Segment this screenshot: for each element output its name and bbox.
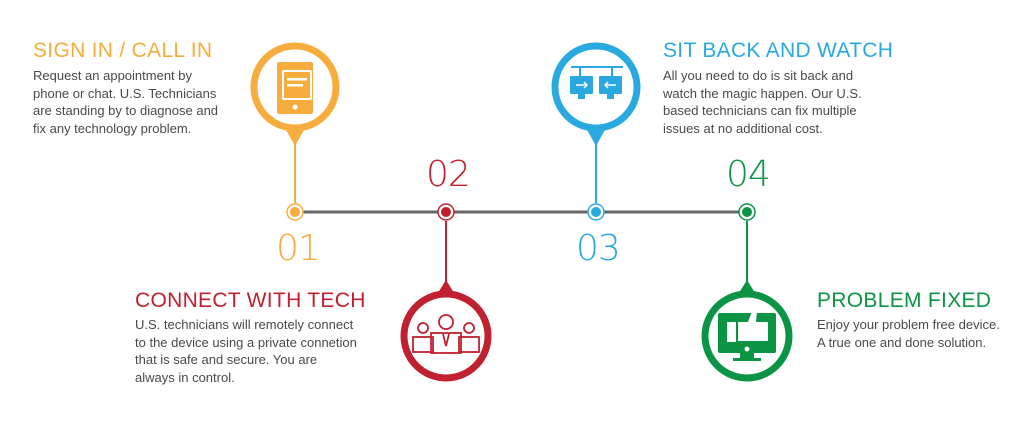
tablet-icon bbox=[277, 62, 313, 114]
step-2-title: CONNECT WITH TECH bbox=[135, 289, 366, 312]
description-line: are standing by to diagnose and bbox=[33, 103, 219, 118]
description-line: fix any technology problem. bbox=[33, 120, 192, 136]
step-2-pin bbox=[400, 203, 492, 382]
description-line: based technicians can fix multiple bbox=[663, 103, 857, 118]
step-1-description: Request an appointment by phone or chat.… bbox=[33, 67, 263, 137]
description-line: to the device using a private connetion bbox=[135, 334, 357, 350]
step-3-title: SIT BACK AND WATCH bbox=[663, 39, 894, 62]
step-4-title: PROBLEM FIXED bbox=[817, 289, 992, 312]
technicians-icon bbox=[412, 314, 480, 354]
step-3-number: 03 bbox=[576, 228, 621, 269]
step-2-number: 02 bbox=[426, 154, 471, 195]
step-3-pin bbox=[551, 42, 641, 221]
description-line: Request an appointment by bbox=[33, 68, 192, 83]
description-line: issues at no additional cost. bbox=[663, 120, 823, 136]
step-4-number: 04 bbox=[726, 154, 771, 195]
description-line: watch the magic happen. Our U.S. bbox=[663, 85, 862, 101]
description-line: All you need to do is sit back and bbox=[663, 68, 854, 83]
description-line: phone or chat. U.S. Technicians bbox=[33, 85, 217, 101]
step-1-number: 01 bbox=[276, 228, 321, 269]
thumbs-up-monitor-icon bbox=[718, 311, 776, 361]
description-line: U.S. technicians will remotely connect bbox=[135, 317, 354, 332]
description-line: Enjoy your problem free device. bbox=[817, 317, 1000, 332]
step-2-description: U.S. technicians will remotely connect t… bbox=[135, 316, 395, 386]
description-line: A true one and done solution. bbox=[817, 334, 987, 350]
description-line: always in control. bbox=[135, 369, 235, 385]
remote-connection-icon bbox=[570, 66, 623, 99]
step-1-title: SIGN IN / CALL IN bbox=[33, 39, 213, 62]
step-3-description: All you need to do is sit back and watch… bbox=[663, 67, 903, 137]
description-line: that is safe and secure. You are bbox=[135, 352, 318, 367]
step-4-description: Enjoy your problem free device. A true o… bbox=[817, 316, 1022, 351]
